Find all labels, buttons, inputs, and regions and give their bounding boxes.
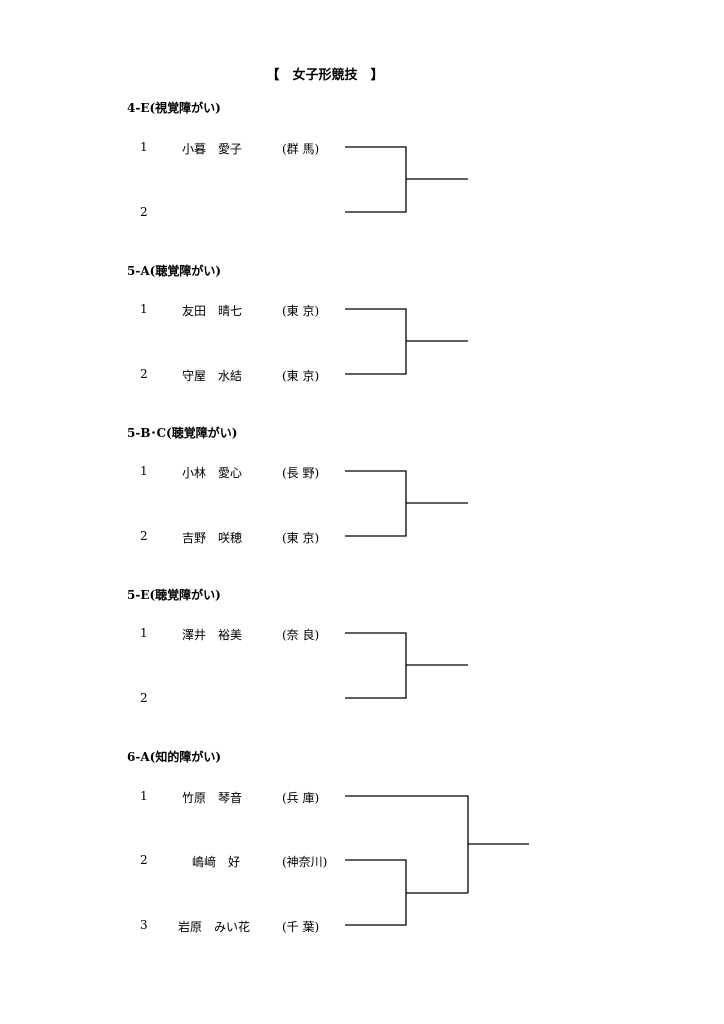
bracket-line xyxy=(345,795,469,893)
entry-number: 2 xyxy=(140,205,148,219)
athlete-name: 小林 愛心 xyxy=(182,466,243,480)
athlete-name: 吉野 咲穂 xyxy=(182,531,243,545)
athlete-name: 竹原 琴音 xyxy=(182,791,243,805)
entry-number: 1 xyxy=(140,302,148,316)
category-heading: 5-B･C(聴覚障がい) xyxy=(127,426,238,440)
bracket-line xyxy=(345,470,407,537)
category-heading: 6-A(知的障がい) xyxy=(127,750,221,764)
prefecture: (長 野) xyxy=(282,466,320,480)
athlete-name: 岩原 みい花 xyxy=(178,920,251,934)
prefecture: (群 馬) xyxy=(282,142,320,156)
prefecture: (奈 良) xyxy=(282,628,320,642)
entry-number: 1 xyxy=(140,789,148,803)
bracket-line xyxy=(345,146,407,213)
bracket-line xyxy=(345,308,407,375)
category-heading: 5-A(聴覚障がい) xyxy=(127,264,221,278)
athlete-name: 嶋﨑 好 xyxy=(192,855,241,869)
athlete-name: 友田 晴七 xyxy=(182,304,243,318)
prefecture: (東 京) xyxy=(282,304,320,318)
category-heading: 4-E(視覚障がい) xyxy=(127,101,221,115)
prefecture: (神奈川) xyxy=(282,855,328,869)
page-title: 【 女子形競技 】 xyxy=(266,68,384,83)
prefecture: (千 葉) xyxy=(282,920,320,934)
entry-number: 3 xyxy=(140,918,148,932)
prefecture: (東 京) xyxy=(282,369,320,383)
entry-number: 1 xyxy=(140,626,148,640)
bracket-line xyxy=(345,859,407,926)
athlete-name: 守屋 水結 xyxy=(182,369,243,383)
entry-number: 1 xyxy=(140,140,148,154)
prefecture: (兵 庫) xyxy=(282,791,320,805)
entry-number: 2 xyxy=(140,691,148,705)
bracket-line xyxy=(345,632,407,699)
entry-number: 1 xyxy=(140,464,148,478)
prefecture: (東 京) xyxy=(282,531,320,545)
entry-number: 2 xyxy=(140,367,148,381)
entry-number: 2 xyxy=(140,853,148,867)
entry-number: 2 xyxy=(140,529,148,543)
athlete-name: 澤井 裕美 xyxy=(182,628,243,642)
category-heading: 5-E(聴覚障がい) xyxy=(127,588,221,602)
athlete-name: 小暮 愛子 xyxy=(182,142,243,156)
